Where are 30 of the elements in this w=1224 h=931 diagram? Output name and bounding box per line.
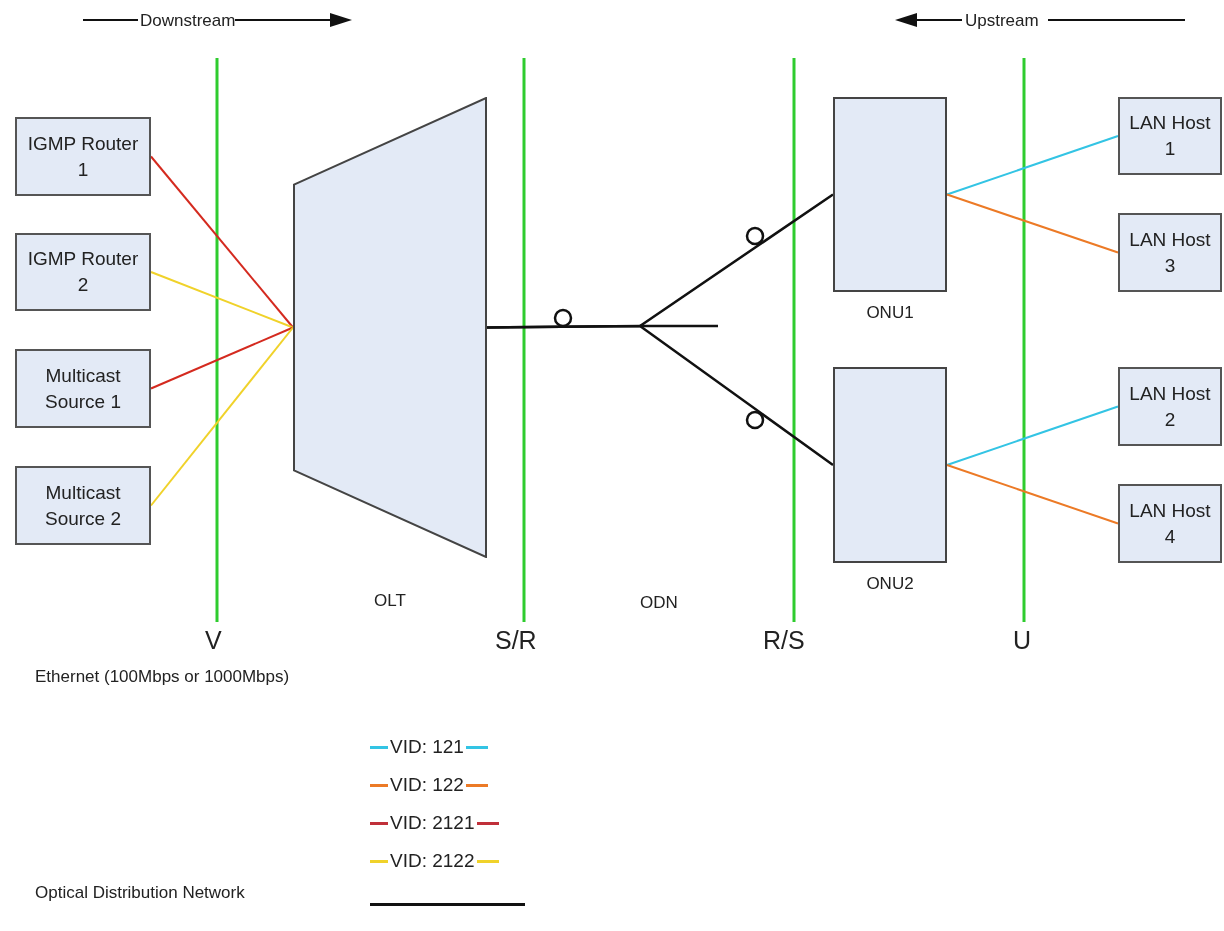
legend-text: Optical Distribution Network (35, 882, 246, 904)
connection-line (487, 324, 834, 466)
connection-line (946, 193, 1119, 254)
connection-line (946, 135, 1119, 196)
connection-line (150, 326, 294, 390)
connection-line (946, 405, 1119, 466)
diagram-label: U (1013, 625, 1032, 656)
device-box: IGMP Router 2 (15, 233, 151, 311)
diagram-label: Downstream (140, 10, 236, 32)
diagram-label: S/R (495, 625, 537, 656)
connection-line (150, 155, 294, 329)
legend-text: VID: 2121 (390, 811, 475, 835)
legend-text: VID: 122 (390, 773, 464, 797)
legend-text: VID: 2122 (390, 849, 475, 873)
diagram-label: R/S (763, 625, 805, 656)
device-box: LAN Host 2 (1118, 367, 1222, 446)
device-box: LAN Host 1 (1118, 97, 1222, 175)
legend-text: VID: 121 (390, 735, 464, 759)
device-box: Multicast Source 2 (15, 466, 151, 545)
device-box: IGMP Router 1 (15, 117, 151, 196)
device-box: Multicast Source 1 (15, 349, 151, 428)
diagram-label: Upstream (965, 10, 1039, 32)
diagram-label: Ethernet (100Mbps or 1000Mbps) (35, 666, 291, 688)
connection-line (946, 464, 1119, 525)
connection-line (150, 271, 294, 329)
diagram-label: V (205, 625, 222, 656)
device-box: LAN Host 4 (1118, 484, 1222, 563)
diagram-label: ODN (640, 592, 678, 614)
device-box: LAN Host 3 (1118, 213, 1222, 292)
connection-line (150, 326, 294, 507)
